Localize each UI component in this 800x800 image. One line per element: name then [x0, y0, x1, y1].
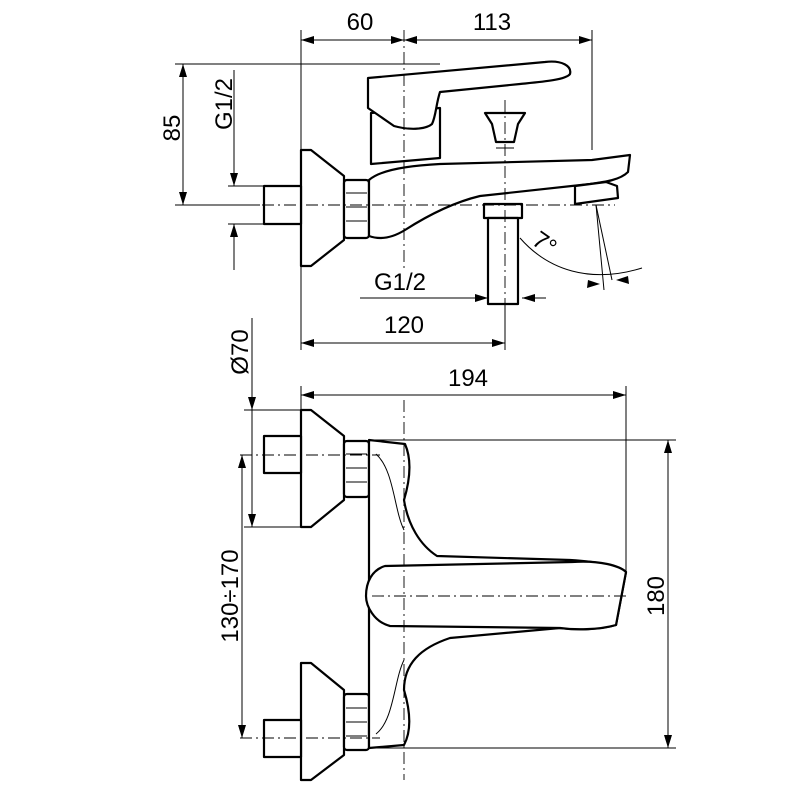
hex-nut-side	[342, 178, 371, 240]
lower-flange-top	[299, 661, 346, 782]
dim-120-label: 120	[384, 312, 424, 339]
dim-85: 85	[159, 63, 440, 206]
dim-angle: 7°	[519, 204, 643, 291]
dim-180-label: 180	[643, 576, 670, 616]
dim-120: 120	[300, 266, 506, 350]
dim-diameter-label: Ø70	[227, 329, 254, 374]
dim-outlet-thread-label: G1/2	[374, 269, 426, 296]
wall-flange-side	[299, 148, 346, 268]
dim-194-label: 194	[448, 365, 488, 392]
dim-60: 60	[301, 9, 404, 44]
side-view	[240, 30, 632, 310]
dim-194: 194	[300, 365, 627, 572]
dim-113: 113	[404, 9, 592, 44]
lever-handle-top	[364, 560, 628, 631]
dim-inlet-thread-label: G1/2	[211, 78, 238, 130]
spout-outlet-side	[573, 180, 620, 206]
dim-inlet-thread: G1/2	[211, 70, 264, 270]
dim-180: 180	[369, 439, 676, 749]
dim-113-label: 113	[473, 9, 511, 36]
dim-inlet-spacing-label: 130÷170	[217, 549, 244, 642]
upper-hex-nut	[342, 439, 371, 499]
dim-diameter: Ø70	[227, 318, 301, 528]
dim-outlet-thread: G1/2	[360, 269, 546, 302]
dim-60-label: 60	[347, 9, 374, 36]
dim-angle-label: 7°	[527, 226, 561, 261]
shower-outlet-side	[482, 202, 524, 220]
dim-inlet-spacing: 130÷170	[217, 455, 246, 738]
upper-inlet-pipe	[262, 434, 303, 475]
lower-inlet-pipe	[262, 718, 303, 759]
lever-handle-side	[366, 60, 572, 130]
dim-85-label: 85	[159, 115, 186, 142]
top-view	[240, 400, 630, 782]
upper-flange-top	[299, 408, 346, 529]
